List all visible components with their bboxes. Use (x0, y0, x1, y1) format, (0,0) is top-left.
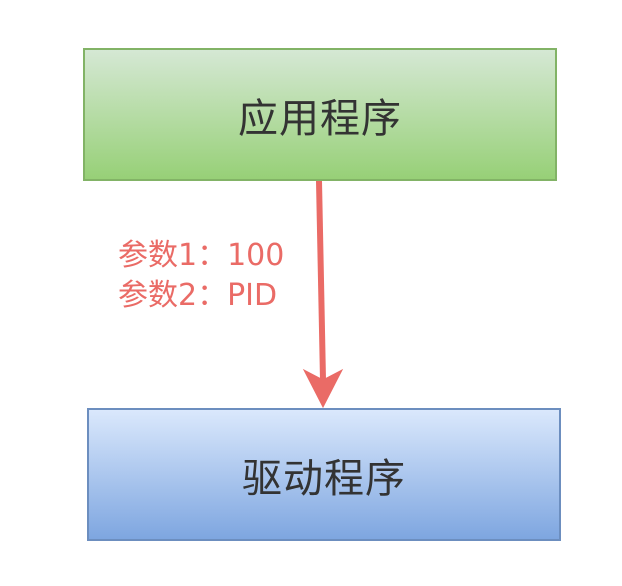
app-node-label: 应用程序 (238, 95, 402, 142)
app-node: 应用程序 (83, 48, 557, 181)
call-arrow-line (316, 180, 326, 381)
edge-label: 参数1：100 参数2：PID (118, 236, 284, 316)
edge-label-param1: 参数1：100 (118, 238, 285, 273)
edge-label-param2: 参数2：PID (118, 278, 278, 313)
driver-node-label: 驱动程序 (242, 455, 406, 502)
driver-node: 驱动程序 (87, 408, 561, 541)
call-arrow-head (302, 368, 344, 409)
